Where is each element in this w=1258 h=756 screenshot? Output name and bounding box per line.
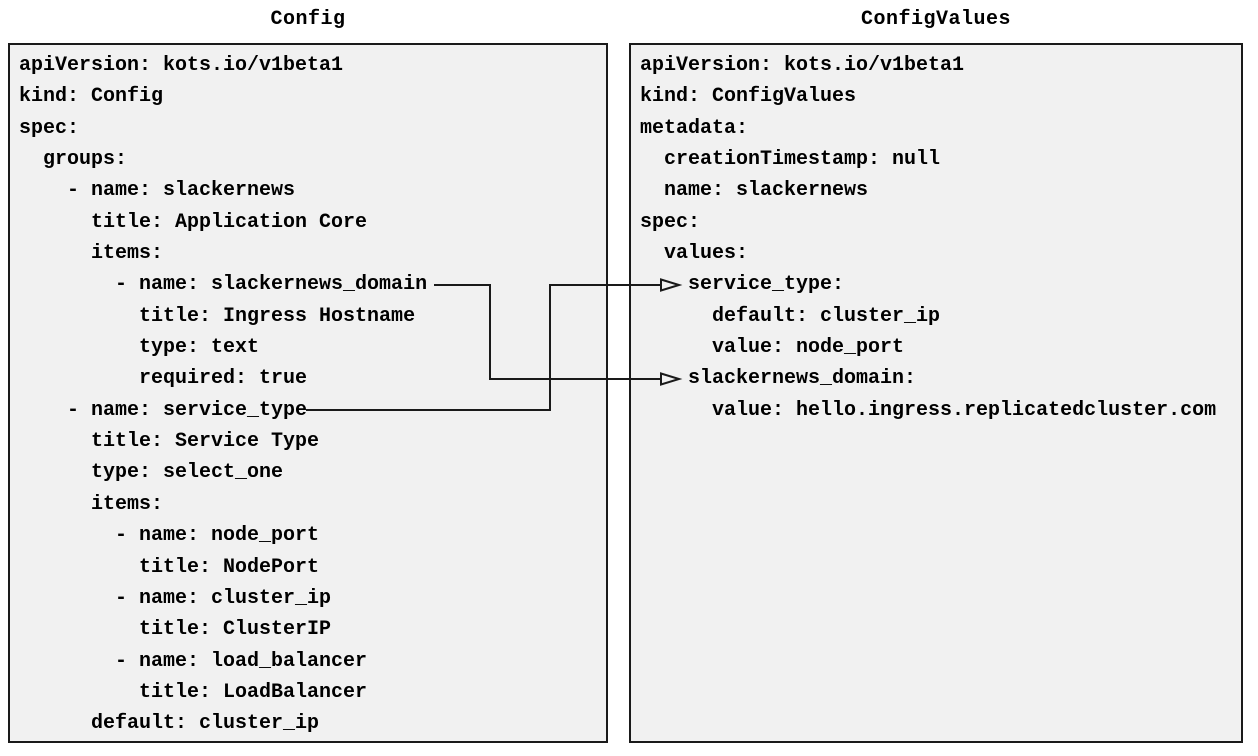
configvalues-panel-title: ConfigValues xyxy=(860,8,1012,31)
configvalues-yaml-code: apiVersion: kots.io/v1beta1 kind: Config… xyxy=(640,54,1217,422)
config-panel-title: Config xyxy=(270,8,346,31)
config-yaml-panel: apiVersion: kots.io/v1beta1 kind: Config… xyxy=(8,43,608,743)
configvalues-yaml-panel: apiVersion: kots.io/v1beta1 kind: Config… xyxy=(629,43,1243,743)
config-yaml-code: apiVersion: kots.io/v1beta1 kind: Config… xyxy=(19,54,428,736)
